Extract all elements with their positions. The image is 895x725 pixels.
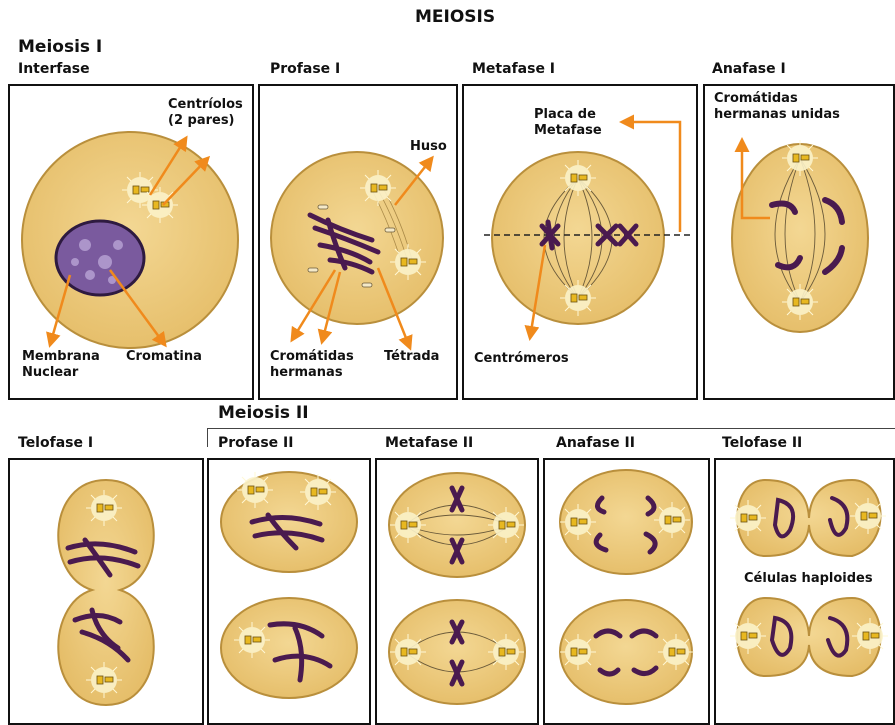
label-membrana: Membrana xyxy=(22,350,100,364)
cell-metafase-2 xyxy=(389,473,525,704)
label-hermanas-unidas: hermanas unidas xyxy=(714,108,840,122)
label-celulas-haploides: Células haploides xyxy=(744,572,873,586)
cell-metafase-1 xyxy=(484,152,690,324)
label-centriolos-pares: (2 pares) xyxy=(168,114,235,128)
label-tetrada: Tétrada xyxy=(384,350,439,364)
label-huso: Huso xyxy=(410,140,447,154)
cell-anafase-1 xyxy=(732,140,868,332)
label-nuclear: Nuclear xyxy=(22,366,78,380)
cell-anafase-2 xyxy=(560,470,694,704)
cell-telofase-1 xyxy=(58,480,153,705)
cell-profase-2 xyxy=(221,472,357,698)
label-cromatina: Cromatina xyxy=(126,350,202,364)
label-centriolos: Centríolos xyxy=(168,98,243,112)
label-metafase: Metafase xyxy=(534,124,602,138)
label-placa: Placa de xyxy=(534,108,596,122)
label-hermanas: hermanas xyxy=(270,366,343,380)
cell-interfase xyxy=(22,132,238,348)
label-cromatidas: Cromátidas xyxy=(270,350,354,364)
label-cromatidas-unidas: Cromátidas xyxy=(714,92,798,106)
label-centromeros: Centrómeros xyxy=(474,352,569,366)
